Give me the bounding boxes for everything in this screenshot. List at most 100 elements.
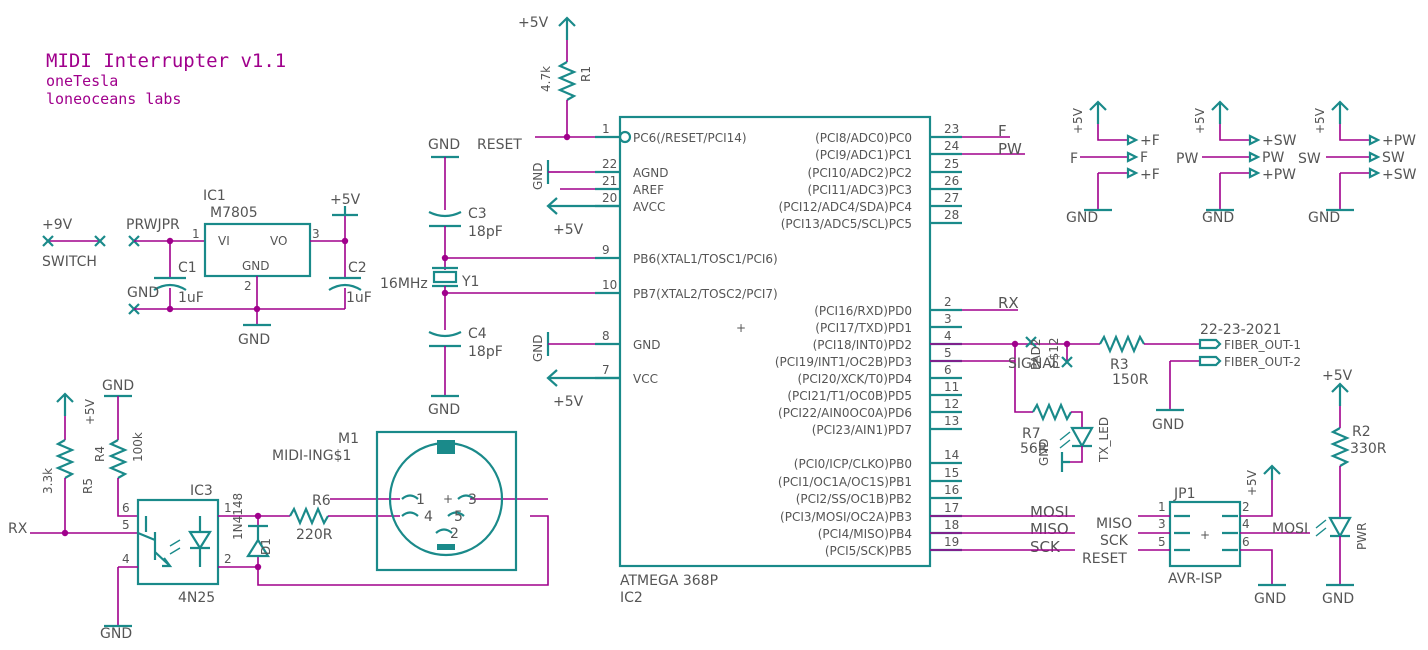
isp-miso: MISO xyxy=(1096,516,1132,532)
diode-part: 1N4148 xyxy=(231,493,245,540)
mcu-right-pin-label: (PCI19/INT1/OC2B)PD3 xyxy=(775,355,912,369)
reg-pin1: 1 xyxy=(192,227,200,241)
mcu-left-pin-label: PC6(/RESET/PCI14) xyxy=(633,131,747,145)
switch-label: SWITCH xyxy=(42,254,97,270)
mcu-left-pin-label: AREF xyxy=(633,183,664,197)
r2-value: 330R xyxy=(1350,441,1387,457)
crystal-value: 16MHz xyxy=(380,276,428,292)
isp-pin3: 3 xyxy=(1158,517,1166,531)
c1-value: 1uF xyxy=(178,290,204,306)
mcu-left-pin-number: 10 xyxy=(602,278,617,292)
reg-gnd: GND xyxy=(242,259,270,273)
fiber-out1: FIBER_OUT-1 xyxy=(1224,338,1301,352)
r1-name: R1 xyxy=(579,66,593,82)
mcu-right-pin-number: 6 xyxy=(944,363,952,377)
reset-net-label: RESET xyxy=(477,137,522,153)
mcu-right-pin-number: 16 xyxy=(944,483,959,497)
mcu-right-pin-number: 24 xyxy=(944,139,959,153)
mcu-right-pin-label: (PCI5/SCK)PB5 xyxy=(825,544,912,558)
c3-value: 18pF xyxy=(468,224,503,240)
mcu-left-pin-number: 7 xyxy=(602,363,610,377)
crystal-body xyxy=(432,270,458,284)
plus5-label-avcc: +5V xyxy=(553,222,584,238)
net-miso-mcu: MISO xyxy=(1030,520,1069,538)
midi-connector-body xyxy=(375,430,518,572)
isp-pin5: 5 xyxy=(1158,535,1166,549)
mcu-origin-mark: + xyxy=(736,321,746,335)
isp-part: AVR-ISP xyxy=(1168,571,1222,587)
reg-vo: VO xyxy=(270,234,287,248)
f-plus2: +F xyxy=(1140,167,1160,183)
net-sck-mcu: SCK xyxy=(1030,538,1061,556)
optocoupler-body xyxy=(136,498,220,586)
mcu-net-wires xyxy=(962,136,1025,311)
mcu-right-pin-number: 28 xyxy=(944,208,959,222)
prwjpr-label: PRWJPR xyxy=(126,217,180,233)
s12-label: S$12 xyxy=(1047,337,1061,368)
r7-value: 56R xyxy=(1020,441,1048,457)
plus5-label-r5: +5V xyxy=(83,398,97,425)
mcu-right-pin-label: (PCI13/ADC5/SCL)PC5 xyxy=(781,217,912,231)
mcu-right-pin-label: (PCI18/INT0)PD2 xyxy=(813,338,912,352)
midi-pin1: 1 xyxy=(416,492,425,508)
isp-reset: RESET xyxy=(1082,551,1127,567)
r4-value: 100k xyxy=(131,432,145,462)
title-line-1: MIDI Interrupter v1.1 xyxy=(46,50,286,72)
gnd-label-isp: GND xyxy=(1254,591,1286,607)
mcu-body xyxy=(618,115,932,568)
reg-name: IC1 xyxy=(203,188,226,204)
c3-name: C3 xyxy=(468,206,487,222)
midi-bottom-tab xyxy=(437,544,455,550)
r6-value: 220R xyxy=(296,527,333,543)
f-mid: F xyxy=(1140,150,1148,166)
mcu-right-pin-label: (PCI8/ADC0)PC0 xyxy=(815,131,912,145)
midi-m1: M1 xyxy=(338,431,359,447)
r5-value: 3.3k xyxy=(41,468,55,494)
mcu-right-pin-label: (PCI0/ICP/CLKO)PB0 xyxy=(794,457,912,471)
txled-name: TX_LED xyxy=(1097,417,1111,463)
r4-name: R4 xyxy=(93,446,107,462)
mcu-right-pin-label: (PCI10/ADC2)PC2 xyxy=(807,166,912,180)
mcu-right-pin-label: (PCI9/ADC1)PC1 xyxy=(815,148,912,162)
reg-part: M7805 xyxy=(210,205,258,221)
isp-body xyxy=(1168,500,1242,568)
sw-in: SW xyxy=(1298,151,1321,167)
gnd-label-pwr: GND xyxy=(1322,591,1354,607)
midi-pin3: 3 xyxy=(468,492,477,508)
opto-name: IC3 xyxy=(190,483,213,499)
plus5-label-r1: +5V xyxy=(518,15,549,31)
opto-pin5: 5 xyxy=(122,518,130,532)
plus5-label-vcc: +5V xyxy=(553,394,584,410)
mcu-left-pin-label: AVCC xyxy=(633,200,665,214)
pw-mid: PW xyxy=(1262,150,1284,166)
r5-name: R5 xyxy=(81,478,95,494)
plus5-label-f: +5V xyxy=(1071,107,1085,134)
mcu-right-pin-number: 14 xyxy=(944,448,959,462)
plus5-label-sw: +5V xyxy=(1313,107,1327,134)
midi-origin-mark: + xyxy=(443,492,453,506)
power-led-section: +5V R2 330R PWR GND xyxy=(1315,368,1387,607)
r3-name: R3 xyxy=(1110,357,1129,373)
sw-plus-sw: +SW xyxy=(1382,167,1417,183)
mcu-part: ATMEGA 368P xyxy=(620,573,718,589)
mcu-left-pin-number: 8 xyxy=(602,329,610,343)
c4-name: C4 xyxy=(468,326,487,342)
reg-pin2: 2 xyxy=(244,279,252,293)
r3-value: 150R xyxy=(1112,372,1149,388)
reg-pin3: 3 xyxy=(312,227,320,241)
mcu-right-pin-number: 2 xyxy=(944,295,952,309)
reg-vi: VI xyxy=(218,234,230,248)
r7-name: R7 xyxy=(1022,426,1041,442)
plus9-label: +9V xyxy=(42,217,73,233)
mcu-left-pin-number: 1 xyxy=(602,122,610,136)
mcu-right-pin-number: 3 xyxy=(944,312,952,326)
r2-name: R2 xyxy=(1352,424,1371,440)
fiber-output-section: SIGNAL PAD2 S$12 R3 150R 22-23-2021 FIBE… xyxy=(930,322,1301,472)
mcu-right-nets: F PW RX MOSI MISO SCK xyxy=(930,122,1075,556)
net-signal: SIGNAL xyxy=(1008,356,1060,372)
gnd-label-sw: GND xyxy=(1308,210,1340,226)
isp-sck: SCK xyxy=(1100,533,1129,549)
mcu-left-pin-label: PB6(XTAL1/TOSC1/PCI6) xyxy=(633,252,778,266)
midi-pin4: 4 xyxy=(424,509,433,525)
gnd-label-fiber: GND xyxy=(1152,417,1184,433)
